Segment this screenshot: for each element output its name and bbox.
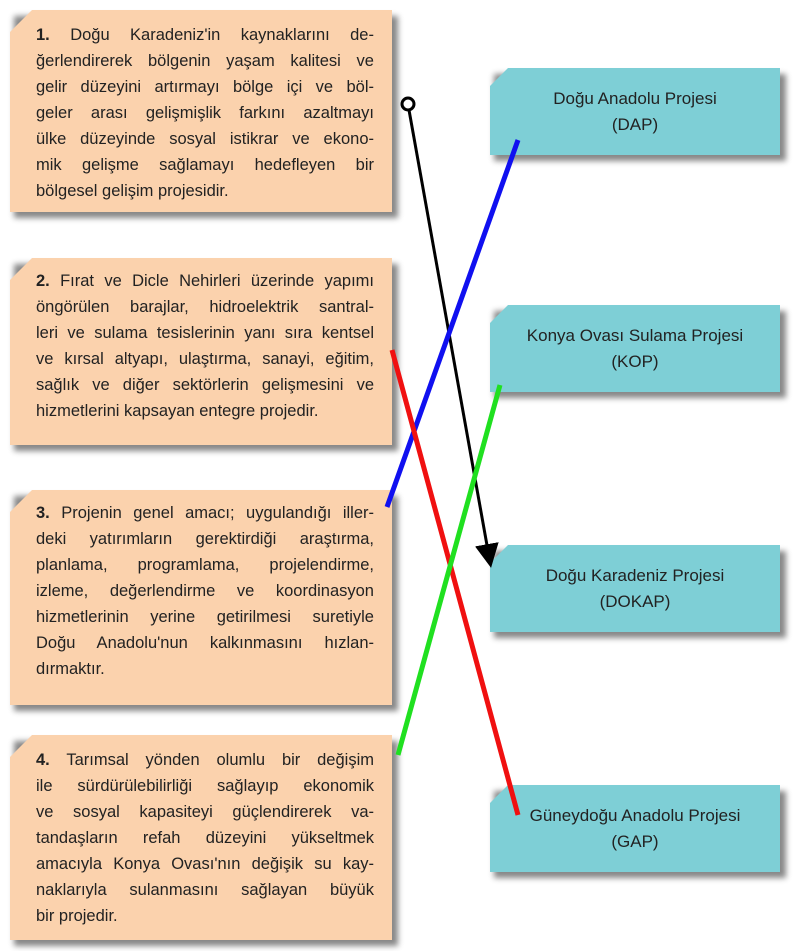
project-name: Doğu Karadeniz Projesi: [545, 565, 725, 585]
text-line: mik gelişme sağlamayı hedefleyen bir: [36, 156, 374, 174]
project-box-dap: Doğu Anadolu Projesi (DAP): [490, 68, 780, 155]
text-line: planlama, programlama, projelendirme,: [36, 556, 374, 574]
text-line: izleme, değerlendirme ve koordinasyon: [36, 582, 374, 600]
text-line: gelir düzeyini artırmayı bölge içi ve bö…: [36, 78, 374, 96]
text-line: ve kırsal altyapı, ulaştırma, sanayi, eğ…: [36, 350, 374, 368]
project-box-kop: Konya Ovası Sulama Projesi (KOP): [490, 305, 780, 392]
project-abbr: (DAP): [611, 114, 659, 134]
text-line: ülke düzeyinde sosyal istikrar ve ekono-: [36, 130, 374, 148]
project-name: Güneydoğu Anadolu Projesi: [529, 805, 741, 825]
red-line: [389, 349, 521, 816]
project-abbr: (KOP): [611, 351, 659, 371]
project-name: Konya Ovası Sulama Projesi: [526, 325, 744, 345]
project-abbr: (DOKAP): [599, 591, 671, 611]
green-line: [395, 384, 503, 756]
text-line: 4. Tarımsal yönden olumlu bir değişim: [36, 751, 374, 769]
text-line: ğerlendirerek bölgenin yaşam kalitesi ve: [36, 52, 374, 70]
text-line: amacıyla Konya Ovası'nın değişik su kay-: [36, 855, 374, 873]
description-box-2: 2. Fırat ve Dicle Nehirleri üzerinde yap…: [10, 258, 392, 445]
text-line: geler arası gelişmişlik farkını azaltmay…: [36, 104, 374, 122]
black-line-start-circle: [400, 96, 416, 112]
project-abbr: (GAP): [611, 831, 659, 851]
text-line: ve sosyal kapasiteyi güçlendirerek va-: [36, 803, 374, 821]
text-line: bölgesel gelişim projesidir.: [36, 182, 229, 200]
text-line: tandaşların refah düzeyini yükseltmek: [36, 829, 374, 847]
text-line: leri ve sulama tesislerinin yanı sıra ke…: [36, 324, 374, 342]
text-line: 3. Projenin genel amacı; uygulandığı ill…: [36, 504, 374, 522]
description-box-1: 1. Doğu Karadeniz'in kaynaklarını de- ğe…: [10, 10, 392, 212]
project-box-gap: Güneydoğu Anadolu Projesi (GAP): [490, 785, 780, 872]
text-line: naklarıyla sulanmasını sağlayan büyük: [36, 881, 374, 899]
text-line: öngörülen barajlar, hidroelektrik santra…: [36, 298, 374, 316]
text-line: 2. Fırat ve Dicle Nehirleri üzerinde yap…: [36, 272, 374, 290]
project-box-dokap: Doğu Karadeniz Projesi (DOKAP): [490, 545, 780, 632]
text-line: hizmetlerinin yerine getirilmesi suretiy…: [36, 608, 374, 626]
text-line: deki yatırımların gerektirdiği araştırma…: [36, 530, 374, 548]
text-line: dırmaktır.: [36, 660, 105, 678]
project-name: Doğu Anadolu Projesi: [553, 88, 717, 108]
text-line: bir projedir.: [36, 907, 118, 925]
text-line: ile sürdürülebilirliği sağlayıp ekonomik: [36, 777, 374, 795]
description-box-4: 4. Tarımsal yönden olumlu bir değişim il…: [10, 735, 392, 940]
description-box-3: 3. Projenin genel amacı; uygulandığı ill…: [10, 490, 392, 705]
text-line: hizmetlerini kapsayan entegre projedir.: [36, 402, 319, 420]
text-line: Doğu Anadolu'nun kalkınmasını hızlan-: [36, 634, 374, 652]
blue-line: [384, 139, 521, 508]
text-line: 1. Doğu Karadeniz'in kaynaklarını de-: [36, 26, 374, 44]
text-line: sağlık ve diğer sektörlerin gelişmesini …: [36, 376, 374, 394]
